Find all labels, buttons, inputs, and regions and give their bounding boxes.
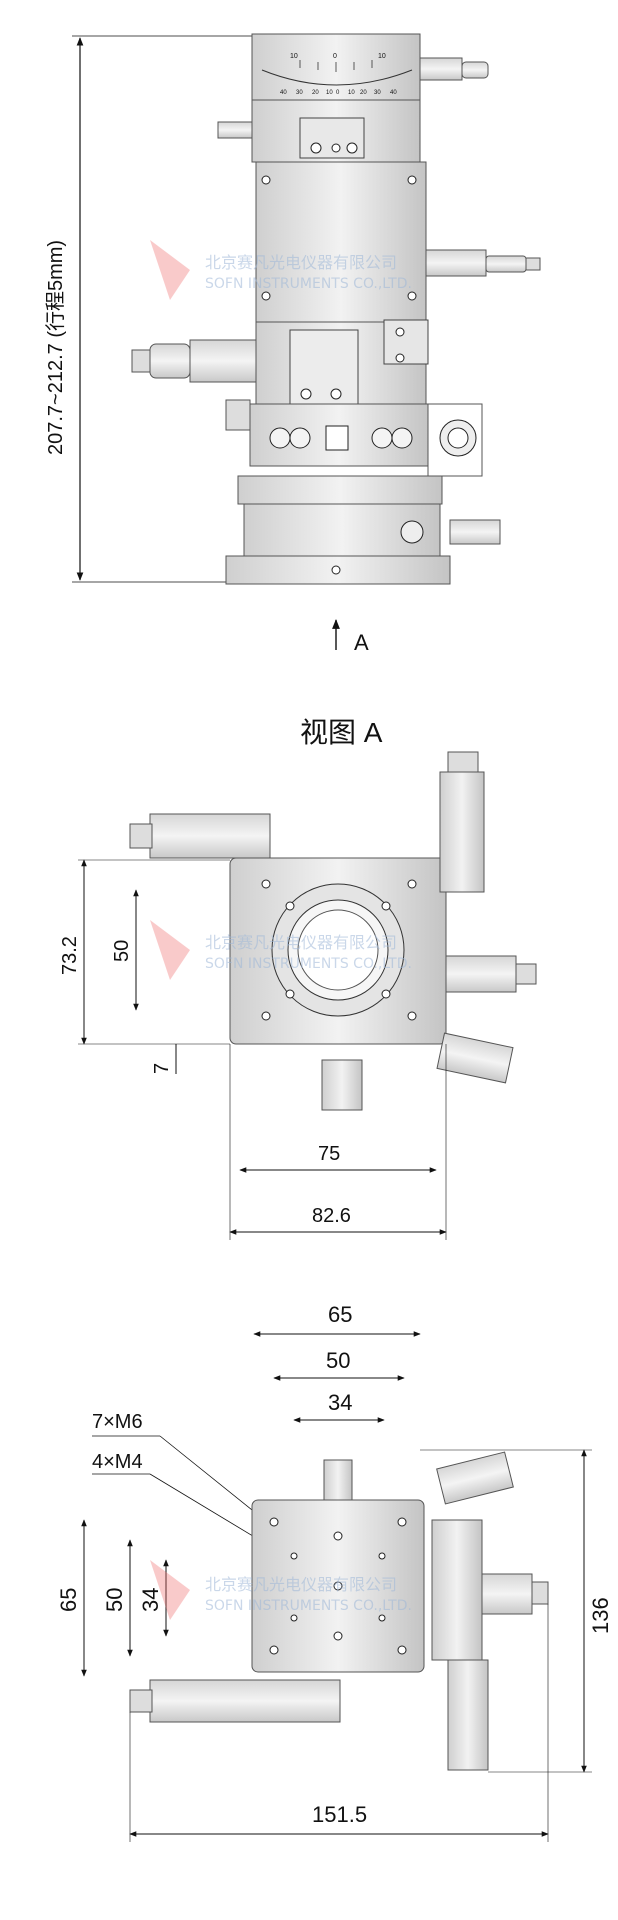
dim-7: 7	[151, 1063, 173, 1074]
rotation-scale-arc	[261, 69, 413, 86]
scale-number: 20	[360, 90, 367, 96]
micrometer-top	[419, 57, 463, 81]
view-a-title: 视图 A	[300, 717, 383, 748]
watermark-cn: 北京赛凡光电仪器有限公司	[205, 933, 397, 952]
dim-50: 50	[111, 940, 133, 962]
dim-82: 82.6	[312, 1205, 351, 1227]
height-dim-label: 207.7~212.7 (行程5mm)	[44, 240, 67, 455]
rotation-scale-ticks	[299, 60, 373, 72]
micrometer-left	[149, 343, 191, 379]
dim-h34: 34	[138, 1588, 163, 1612]
micrometer-base	[449, 519, 501, 545]
view-a-micrometer-right	[445, 955, 517, 993]
scale-number: 30	[296, 90, 303, 96]
scale-number: 30	[374, 90, 381, 96]
dim-h65: 65	[56, 1588, 81, 1612]
watermark-en: SOFN INSTRUMENTS CO.,LTD.	[205, 956, 412, 972]
dim-h50: 50	[102, 1588, 127, 1612]
watermark-3: 北京赛凡光电仪器有限公司 SOFN INSTRUMENTS CO.,LTD.	[150, 1560, 412, 1620]
callout-m4: 4×M4	[92, 1451, 143, 1473]
x-stage-block	[255, 161, 427, 323]
top-view-micrometer-right	[431, 1519, 483, 1661]
view-a-micrometer-left	[149, 813, 271, 859]
scale-number: 0	[333, 53, 337, 60]
scale-number: 10	[326, 90, 333, 96]
watermark-1: 北京赛凡光电仪器有限公司 SOFN INSTRUMENTS CO.,LTD.	[150, 240, 412, 300]
view-a-micrometer-top	[439, 771, 485, 893]
watermark-en: SOFN INSTRUMENTS CO.,LTD.	[205, 276, 412, 292]
scale-number: 10	[378, 53, 386, 60]
dim-h136: 136	[588, 1597, 613, 1634]
micrometer-right	[425, 249, 487, 277]
scale-number: 10	[290, 53, 298, 60]
scale-number: 20	[312, 90, 319, 96]
dim-73: 73.2	[59, 936, 81, 975]
scale-number: 10	[348, 90, 355, 96]
top-view-micrometer-left	[149, 1679, 341, 1723]
view-arrow-label: A	[354, 630, 369, 655]
view-a: 视图 A 73.2 50 7 75 82.6	[59, 717, 537, 1240]
callout-m6: 7×M6	[92, 1411, 143, 1433]
scale-number: 40	[280, 90, 287, 96]
dim-w65: 65	[328, 1302, 352, 1327]
view-a-micrometer-bottom	[321, 1059, 363, 1111]
top-view: 65 50 34 7×M6 4×M4 65 50	[56, 1302, 613, 1842]
watermark-en: SOFN INSTRUMENTS CO.,LTD.	[205, 1598, 412, 1614]
watermark-cn: 北京赛凡光电仪器有限公司	[205, 1575, 397, 1594]
dim-w151: 151.5	[312, 1802, 367, 1827]
dim-w34: 34	[328, 1390, 352, 1415]
scale-number: 40	[390, 90, 397, 96]
base-upper	[237, 475, 443, 505]
side-view: 207.7~212.7 (行程5mm) 10 0 10 40 30 20 10 …	[44, 33, 541, 655]
watermark-cn: 北京赛凡光电仪器有限公司	[205, 253, 397, 272]
dim-w50: 50	[326, 1348, 350, 1373]
dim-75: 75	[318, 1143, 340, 1165]
scale-number: 0	[336, 90, 340, 96]
watermark-2: 北京赛凡光电仪器有限公司 SOFN INSTRUMENTS CO.,LTD.	[150, 920, 412, 980]
side-knob-upper	[217, 121, 253, 139]
